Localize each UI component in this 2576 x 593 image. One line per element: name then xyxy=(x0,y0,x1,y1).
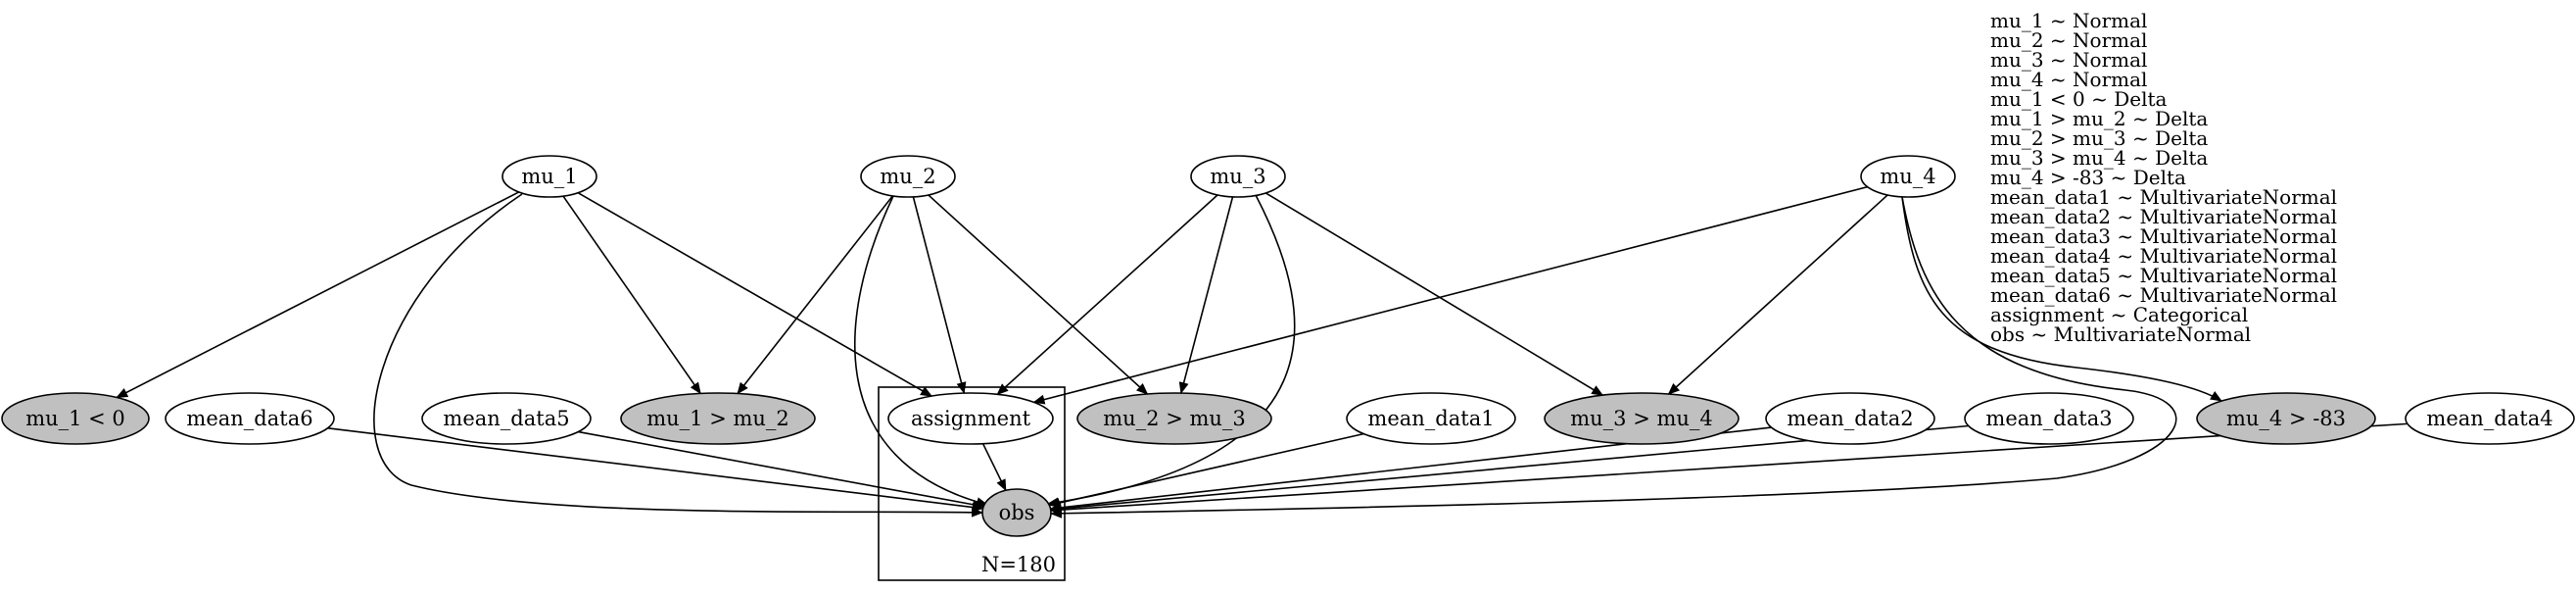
node-c1-ellipse xyxy=(1,392,150,445)
node-c4-label: mu_3 > mu_4 xyxy=(1570,407,1713,430)
node-assignment-ellipse xyxy=(887,392,1054,445)
edge-mu_2-to-c2 xyxy=(737,195,894,395)
edge-mu_3-to-c4 xyxy=(1264,192,1604,396)
node-mean_data5-ellipse xyxy=(421,392,592,445)
edge-mu_4-to-c5 xyxy=(1901,196,2222,402)
node-mean_data2-label: mean_data2 xyxy=(1787,407,1913,430)
node-assignment: assignment xyxy=(887,392,1054,445)
edge-mu_3-to-obs xyxy=(1047,194,1296,508)
edge-mu_3-to-assignment xyxy=(996,194,1218,396)
node-c1: mu_1 < 0 xyxy=(1,392,150,445)
edge-mu_1-to-assignment xyxy=(577,192,933,397)
legend-line: mu_2 ~ Normal xyxy=(1990,28,2147,52)
edge-mean_data5-to-obs xyxy=(578,430,985,510)
node-c5: mu_4 > -83 xyxy=(2196,392,2376,445)
node-mean_data5-label: mean_data5 xyxy=(443,407,569,430)
node-mean_data3: mean_data3 xyxy=(1964,392,2134,445)
legend-line: mu_4 > -83 ~ Delta xyxy=(1990,166,2186,189)
plate: N=180 xyxy=(878,386,1066,581)
legend-line: mean_data4 ~ MultivariateNormal xyxy=(1990,244,2337,268)
edge-mu_1-to-c2 xyxy=(562,195,701,395)
edge-mu_2-to-obs xyxy=(853,195,988,507)
node-mean_data2-ellipse xyxy=(1765,392,1935,445)
node-mean_data1: mean_data1 xyxy=(1346,392,1516,445)
edge-mu_3-to-c3 xyxy=(1178,196,1234,395)
node-mu_1: mu_1 xyxy=(501,155,597,198)
edge-mu_2-to-c3 xyxy=(928,194,1149,395)
node-mu_4-ellipse xyxy=(1860,155,1956,198)
legend-line: mean_data6 ~ MultivariateNormal xyxy=(1990,283,2337,307)
node-mean_data3-label: mean_data3 xyxy=(1985,407,2112,430)
edge-mean_data1-to-obs xyxy=(1048,432,1364,508)
node-mu_4-label: mu_4 xyxy=(1880,165,1935,188)
node-mean_data6-ellipse xyxy=(165,392,335,445)
edge-mu_2-to-assignment xyxy=(912,196,967,395)
node-mu_2-ellipse xyxy=(860,155,956,198)
node-mean_data1-ellipse xyxy=(1346,392,1516,445)
edge-mean_data4-to-obs xyxy=(1049,422,2408,516)
node-obs-label: obs xyxy=(999,501,1035,524)
node-mu_3-ellipse xyxy=(1190,155,1286,198)
node-c1-label: mu_1 < 0 xyxy=(25,407,125,430)
legend-line: mu_4 ~ Normal xyxy=(1990,68,2147,91)
node-mu_3-label: mu_3 xyxy=(1210,165,1265,188)
node-mu_3: mu_3 xyxy=(1190,155,1286,198)
node-mean_data4-label: mean_data4 xyxy=(2426,407,2552,430)
edge-mu_1-to-obs xyxy=(373,193,983,518)
legend-line: mean_data2 ~ MultivariateNormal xyxy=(1990,205,2337,228)
node-c3-label: mu_2 > mu_3 xyxy=(1103,407,1246,430)
node-mean_data1-label: mean_data1 xyxy=(1367,407,1494,430)
legend-line: mean_data1 ~ MultivariateNormal xyxy=(1990,185,2337,209)
plate-label: N=180 xyxy=(981,553,1056,576)
edge-assignment-to-obs xyxy=(981,443,1007,492)
node-mean_data6-label: mean_data6 xyxy=(186,407,312,430)
legend-line: assignment ~ Categorical xyxy=(1990,303,2248,326)
edge-mu_4-to-assignment xyxy=(1032,185,1868,405)
node-mu_1-ellipse xyxy=(501,155,597,198)
node-c3-ellipse xyxy=(1076,392,1272,445)
nodes: mu_1 mu_2 mu_3 mu_4 mu_1 < 0 mean_data6 mean_d… xyxy=(1,155,2575,537)
node-mean_data4: mean_data4 xyxy=(2405,392,2575,445)
node-c4-ellipse xyxy=(1544,392,1740,445)
node-mu_4: mu_4 xyxy=(1860,155,1956,198)
edge-mu_4-to-c4 xyxy=(1667,194,1888,395)
node-mean_data2: mean_data2 xyxy=(1765,392,1935,445)
node-c5-label: mu_4 > -83 xyxy=(2226,407,2346,430)
node-c2-ellipse xyxy=(620,392,816,445)
node-c4: mu_3 > mu_4 xyxy=(1544,392,1740,445)
node-mu_2-label: mu_2 xyxy=(880,165,935,188)
node-c5-ellipse xyxy=(2196,392,2376,445)
node-obs-ellipse xyxy=(981,488,1052,537)
legend-line: obs ~ MultivariateNormal xyxy=(1990,322,2251,346)
node-c2: mu_1 > mu_2 xyxy=(620,392,816,445)
node-c3: mu_2 > mu_3 xyxy=(1076,392,1272,445)
node-mean_data5: mean_data5 xyxy=(421,392,592,445)
node-assignment-label: assignment xyxy=(911,407,1031,430)
node-mean_data4-ellipse xyxy=(2405,392,2575,445)
node-obs: obs xyxy=(981,488,1052,537)
legend-line: mu_1 < 0 ~ Delta xyxy=(1990,87,2168,111)
legend-line: mu_1 ~ Normal xyxy=(1990,9,2147,32)
legend-line: mu_3 > mu_4 ~ Delta xyxy=(1990,146,2208,170)
legend-line: mu_3 ~ Normal xyxy=(1990,48,2147,72)
legend-line: mean_data5 ~ MultivariateNormal xyxy=(1990,264,2337,287)
edge-mean_data6-to-obs xyxy=(327,426,984,513)
legend-line: mu_2 > mu_3 ~ Delta xyxy=(1990,126,2208,150)
node-mean_data6: mean_data6 xyxy=(165,392,335,445)
node-mu_2: mu_2 xyxy=(860,155,956,198)
node-mu_1-label: mu_1 xyxy=(521,165,577,188)
node-c2-label: mu_1 > mu_2 xyxy=(646,407,789,430)
legend-line: mean_data3 ~ MultivariateNormal xyxy=(1990,224,2337,248)
edge-mu_4-to-obs xyxy=(1050,196,2177,519)
legend-line: mu_1 > mu_2 ~ Delta xyxy=(1990,107,2208,130)
node-mean_data3-ellipse xyxy=(1964,392,2134,445)
edge-mu_1-to-c1 xyxy=(116,191,520,399)
